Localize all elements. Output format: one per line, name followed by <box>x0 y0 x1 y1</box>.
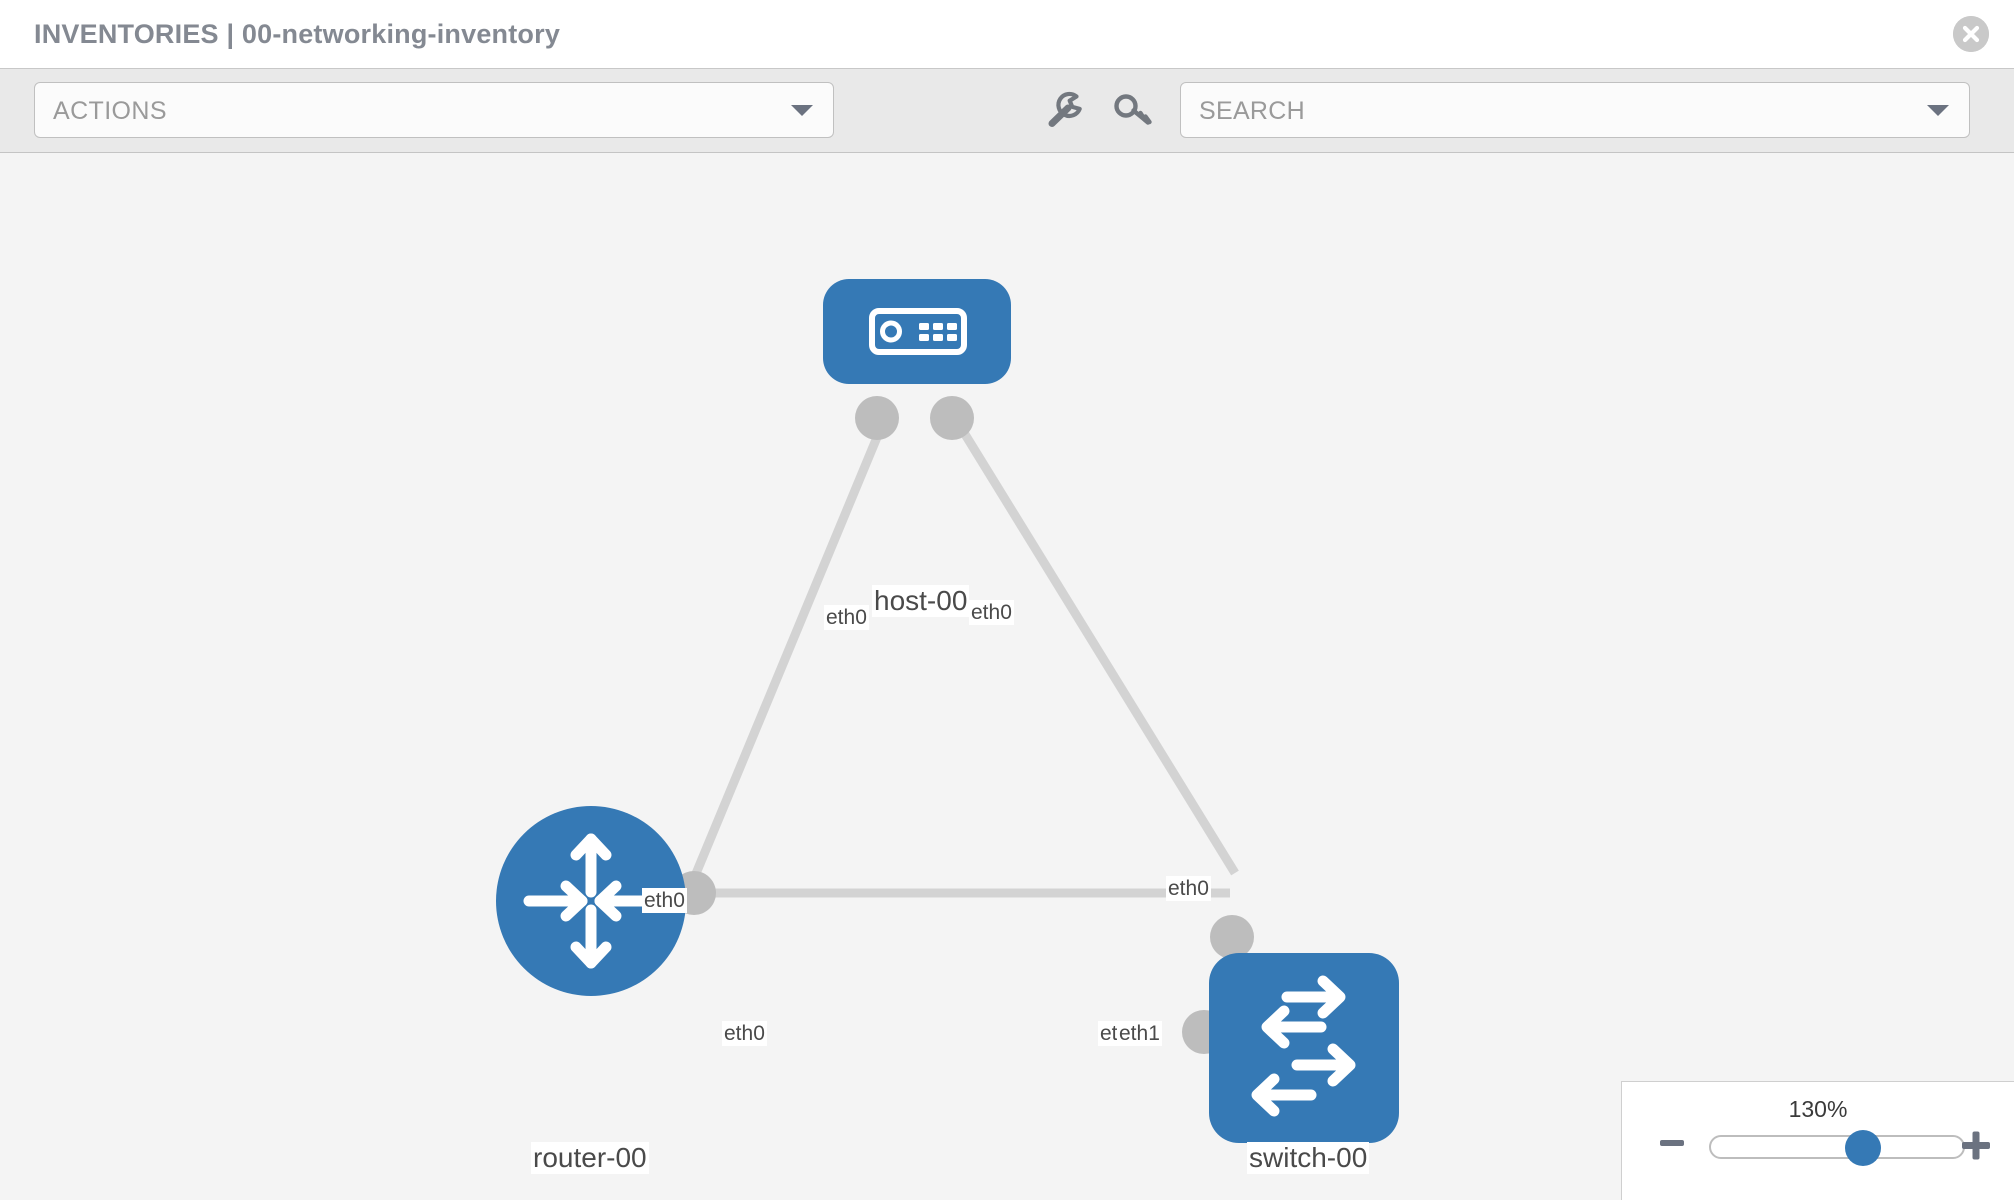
iface-label: eth1 <box>1117 1021 1162 1046</box>
iface-label: eth0 <box>969 600 1014 625</box>
page-header: INVENTORIES | 00-networking-inventory <box>0 0 2014 69</box>
actions-dropdown-label: ACTIONS <box>53 97 167 125</box>
topology-links <box>680 415 1239 898</box>
node-label-host-00: host-00 <box>872 585 970 617</box>
topology-canvas[interactable]: host-00 router-00 switch-00 eth0 eth0 et… <box>0 153 2014 1200</box>
node-label-router-00: router-00 <box>531 1142 649 1174</box>
server-icon <box>823 279 1011 384</box>
iface-label: eth0 <box>1166 876 1211 901</box>
chevron-down-icon <box>791 105 813 116</box>
node-router-00[interactable] <box>496 806 686 996</box>
zoom-slider-track[interactable] <box>1709 1130 1965 1166</box>
connector-host-right[interactable] <box>930 396 974 440</box>
search-input[interactable]: SEARCH <box>1180 82 1970 138</box>
iface-label: eth0 <box>824 605 869 630</box>
wrench-icon[interactable] <box>1043 91 1085 131</box>
zoom-control-panel: 130% <box>1621 1081 2014 1200</box>
toolbar: ACTIONS SEARCH <box>0 69 2014 153</box>
close-icon[interactable] <box>1953 16 1989 52</box>
node-label-switch-00: switch-00 <box>1247 1142 1370 1174</box>
zoom-level-label: 130% <box>1788 1096 1848 1122</box>
link-host-switch <box>951 415 1239 876</box>
connector-host-left[interactable] <box>855 396 899 440</box>
iface-label: eth0 <box>642 888 687 913</box>
iface-label: eth0 <box>722 1021 767 1046</box>
chevron-down-icon[interactable] <box>1927 105 1949 116</box>
node-host-00[interactable] <box>823 279 1011 384</box>
plus-icon[interactable] <box>1961 1130 1991 1160</box>
four-arrows-icon <box>496 806 686 996</box>
page-title: INVENTORIES | 00-networking-inventory <box>34 19 561 49</box>
search-placeholder: SEARCH <box>1199 97 1305 125</box>
actions-dropdown[interactable]: ACTIONS <box>34 82 834 138</box>
swap-arrows-icon <box>1209 953 1399 1143</box>
link-host-router <box>685 416 890 890</box>
node-switch-00[interactable] <box>1209 953 1399 1143</box>
connector-switch-top[interactable] <box>1210 915 1254 959</box>
key-icon[interactable] <box>1113 91 1155 131</box>
minus-icon[interactable] <box>1659 1130 1685 1156</box>
zoom-slider-handle[interactable] <box>1845 1130 1881 1166</box>
